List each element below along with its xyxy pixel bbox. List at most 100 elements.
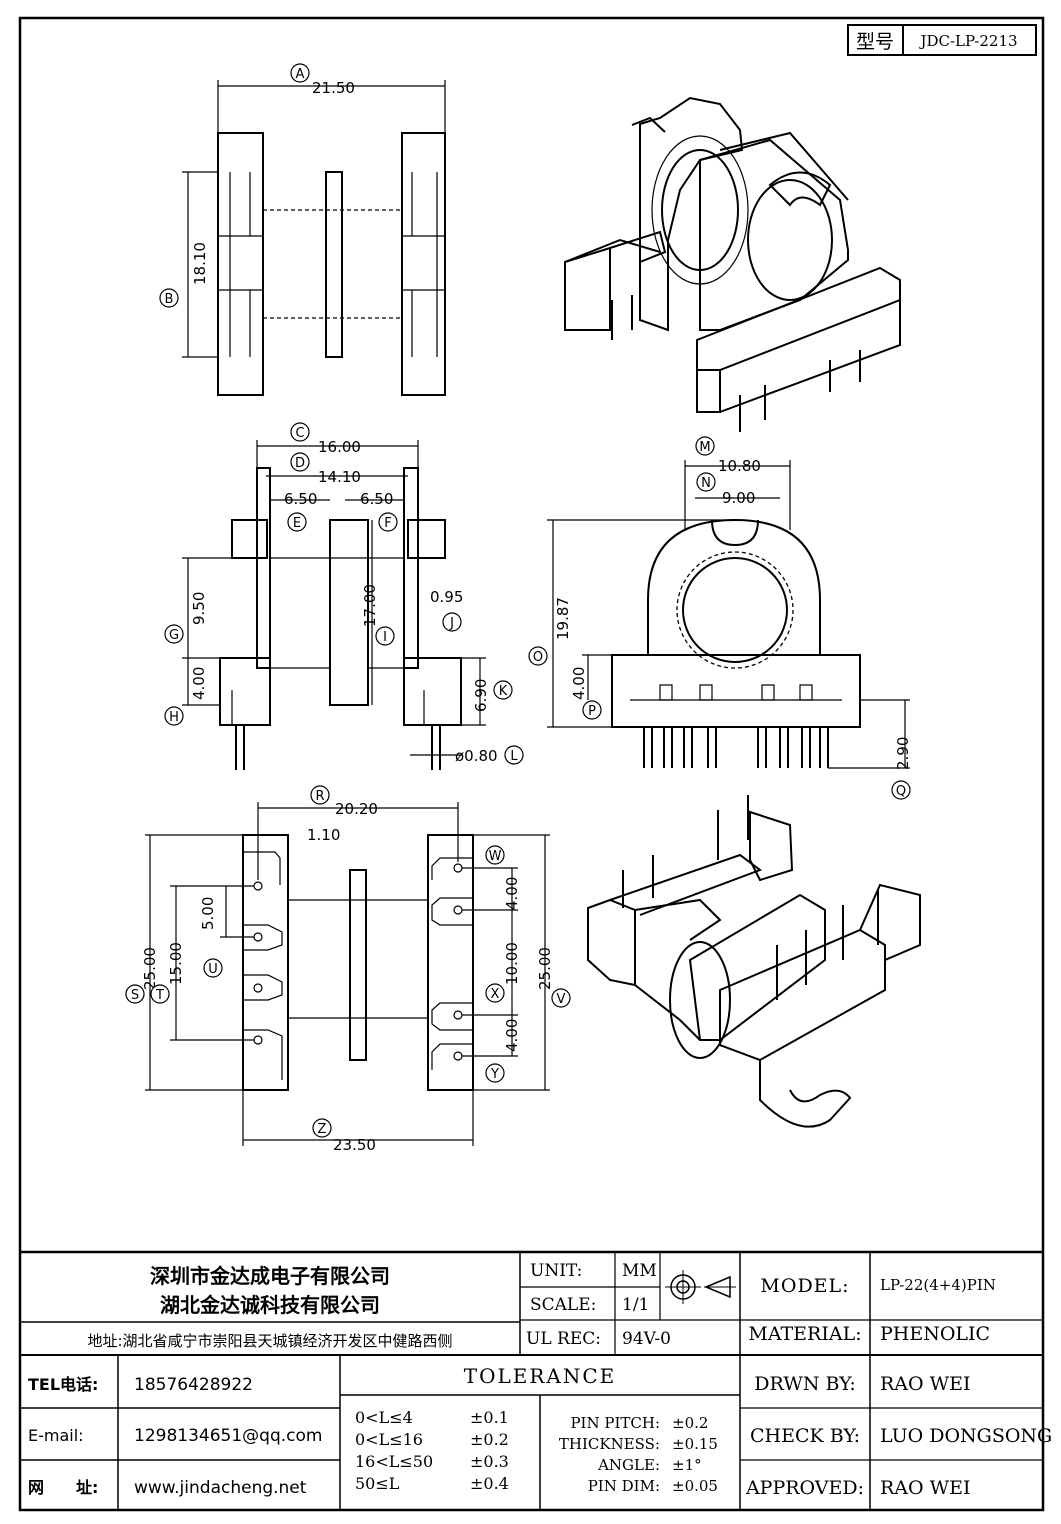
svg-text:E: E xyxy=(293,516,301,531)
dim-i-value: 17.00 xyxy=(361,584,379,627)
company-name-2: 湖北金达诚科技有限公司 xyxy=(160,1293,380,1317)
svg-text:V: V xyxy=(557,992,566,1007)
top-view: 21.50 A 18.10 B xyxy=(159,63,446,396)
company-address: 地址:湖北省咸宁市崇阳县天城镇经济开发区中健路西侧 xyxy=(87,1332,452,1350)
ulrec-label: UL REC: xyxy=(526,1329,601,1349)
svg-text:L: L xyxy=(510,749,518,764)
model-label: MODEL: xyxy=(760,1275,849,1297)
dim-r-value: 20.20 xyxy=(335,800,378,818)
dim-d-value: 14.10 xyxy=(318,468,361,486)
svg-text:F: F xyxy=(384,516,391,531)
tel-value: 18576428922 xyxy=(134,1375,253,1395)
pin-dim-value: ±0.05 xyxy=(672,1477,718,1495)
drawn-value: RAO WEI xyxy=(880,1373,971,1395)
dim-v-value: 25.00 xyxy=(536,947,554,990)
dim-k-value: 6.90 xyxy=(472,679,490,712)
svg-text:G: G xyxy=(169,628,179,643)
dim-g-value: 9.50 xyxy=(190,592,208,625)
unit-value: MM xyxy=(622,1261,657,1281)
angle-value: ±1° xyxy=(672,1456,702,1474)
dim-y-value: 4.00 xyxy=(503,1019,521,1052)
tel-label: TEL电话: xyxy=(28,1375,98,1394)
model-number-box: 型号 JDC-LP-2213 xyxy=(847,24,1037,56)
dim-b-value: 18.10 xyxy=(191,242,209,285)
tol-range-3: 16<L≤50 xyxy=(355,1452,433,1471)
svg-text:O: O xyxy=(533,650,543,665)
pin-pitch-value: ±0.2 xyxy=(672,1414,708,1432)
angle-label: ANGLE: xyxy=(597,1456,660,1474)
dim-n-value: 9.00 xyxy=(722,489,755,507)
dim-c-value: 16.00 xyxy=(318,438,361,456)
model-box-value: JDC-LP-2213 xyxy=(918,32,1017,50)
tol-value-4: ±0.4 xyxy=(470,1474,509,1493)
tol-value-3: ±0.3 xyxy=(470,1452,509,1471)
dim-o-value: 19.87 xyxy=(554,597,572,640)
dim-r2-value: 1.10 xyxy=(307,826,340,844)
isometric-view-1 xyxy=(564,96,901,432)
side-view: 10.80 M 9.00 N 19.87 O 4.00 P 2.90 Q xyxy=(528,436,912,800)
tolerance-heading: TOLERANCE xyxy=(464,1364,617,1388)
dim-q-value: 2.90 xyxy=(894,737,912,770)
email-label: E-mail: xyxy=(28,1426,84,1445)
dim-x-value: 10.00 xyxy=(503,942,521,985)
svg-text:I: I xyxy=(383,630,387,645)
svg-text:C: C xyxy=(295,426,304,441)
svg-text:R: R xyxy=(315,789,324,804)
sheet-border xyxy=(18,16,1045,1512)
pin-pitch-label: PIN PITCH: xyxy=(570,1414,660,1432)
model-box-label: 型号 xyxy=(856,31,894,53)
unit-label: UNIT: xyxy=(530,1261,582,1281)
tol-value-2: ±0.2 xyxy=(470,1430,509,1449)
svg-text:Q: Q xyxy=(896,784,906,799)
svg-text:S: S xyxy=(131,988,139,1003)
tol-range-1: 0<L≤4 xyxy=(355,1408,413,1427)
company-name-1: 深圳市金达成电子有限公司 xyxy=(150,1264,390,1288)
web-value: www.jindacheng.net xyxy=(134,1478,307,1498)
svg-text:X: X xyxy=(491,987,500,1002)
svg-text:W: W xyxy=(489,849,502,864)
scale-value: 1/1 xyxy=(622,1295,649,1315)
svg-text:K: K xyxy=(499,684,508,699)
front-view: 16.00 C 14.10 D 6.50 6.50 E F 9.50 G 4.0… xyxy=(164,422,524,770)
thickness-label: THICKNESS: xyxy=(559,1435,660,1453)
projection-symbol-icon xyxy=(665,1270,736,1304)
check-label: CHECK BY: xyxy=(750,1425,860,1447)
scale-label: SCALE: xyxy=(530,1295,596,1315)
bottom-view: 20.20 R 1.10 25.00 S 15.00 T 5.00 U 25.0… xyxy=(125,785,571,1154)
material-value: PHENOLIC xyxy=(880,1323,990,1345)
svg-text:T: T xyxy=(155,988,164,1003)
dim-m-value: 10.80 xyxy=(718,457,761,475)
ulrec-value: 94V-0 xyxy=(622,1329,671,1349)
dim-p-value: 4.00 xyxy=(570,667,588,700)
dim-u-value: 5.00 xyxy=(199,897,217,930)
dim-f-value: 6.50 xyxy=(360,490,393,508)
svg-text:D: D xyxy=(295,456,305,471)
web-label: 网 址: xyxy=(28,1478,98,1497)
dim-t-value: 15.00 xyxy=(167,942,185,985)
svg-text:U: U xyxy=(208,962,218,977)
svg-text:P: P xyxy=(588,704,596,719)
svg-text:N: N xyxy=(701,476,711,491)
svg-text:H: H xyxy=(169,710,179,725)
material-label: MATERIAL: xyxy=(748,1323,861,1345)
dim-a-value: 21.50 xyxy=(312,79,355,97)
approved-value: RAO WEI xyxy=(880,1477,971,1499)
dim-w-value: 4.00 xyxy=(503,877,521,910)
dim-s-value: 25.00 xyxy=(141,947,159,990)
model-value: LP-22(4+4)PIN xyxy=(880,1276,996,1294)
isometric-view-2 xyxy=(587,795,921,1128)
thickness-value: ±0.15 xyxy=(672,1435,718,1453)
dim-z-value: 23.50 xyxy=(333,1136,376,1154)
email-value: 1298134651@qq.com xyxy=(134,1426,322,1446)
svg-text:B: B xyxy=(165,292,174,307)
approved-label: APPROVED: xyxy=(745,1477,864,1499)
title-block: 深圳市金达成电子有限公司 湖北金达诚科技有限公司 地址:湖北省咸宁市崇阳县天城镇… xyxy=(20,1250,1052,1510)
svg-text:Z: Z xyxy=(318,1122,327,1137)
dim-j-value: 0.95 xyxy=(430,588,463,606)
check-value: LUO DONGSONG xyxy=(880,1425,1052,1447)
svg-text:A: A xyxy=(296,67,305,82)
svg-text:M: M xyxy=(699,440,710,455)
svg-text:J: J xyxy=(449,616,454,631)
dim-l-value: ø0.80 xyxy=(455,747,498,765)
tol-value-1: ±0.1 xyxy=(470,1408,509,1427)
